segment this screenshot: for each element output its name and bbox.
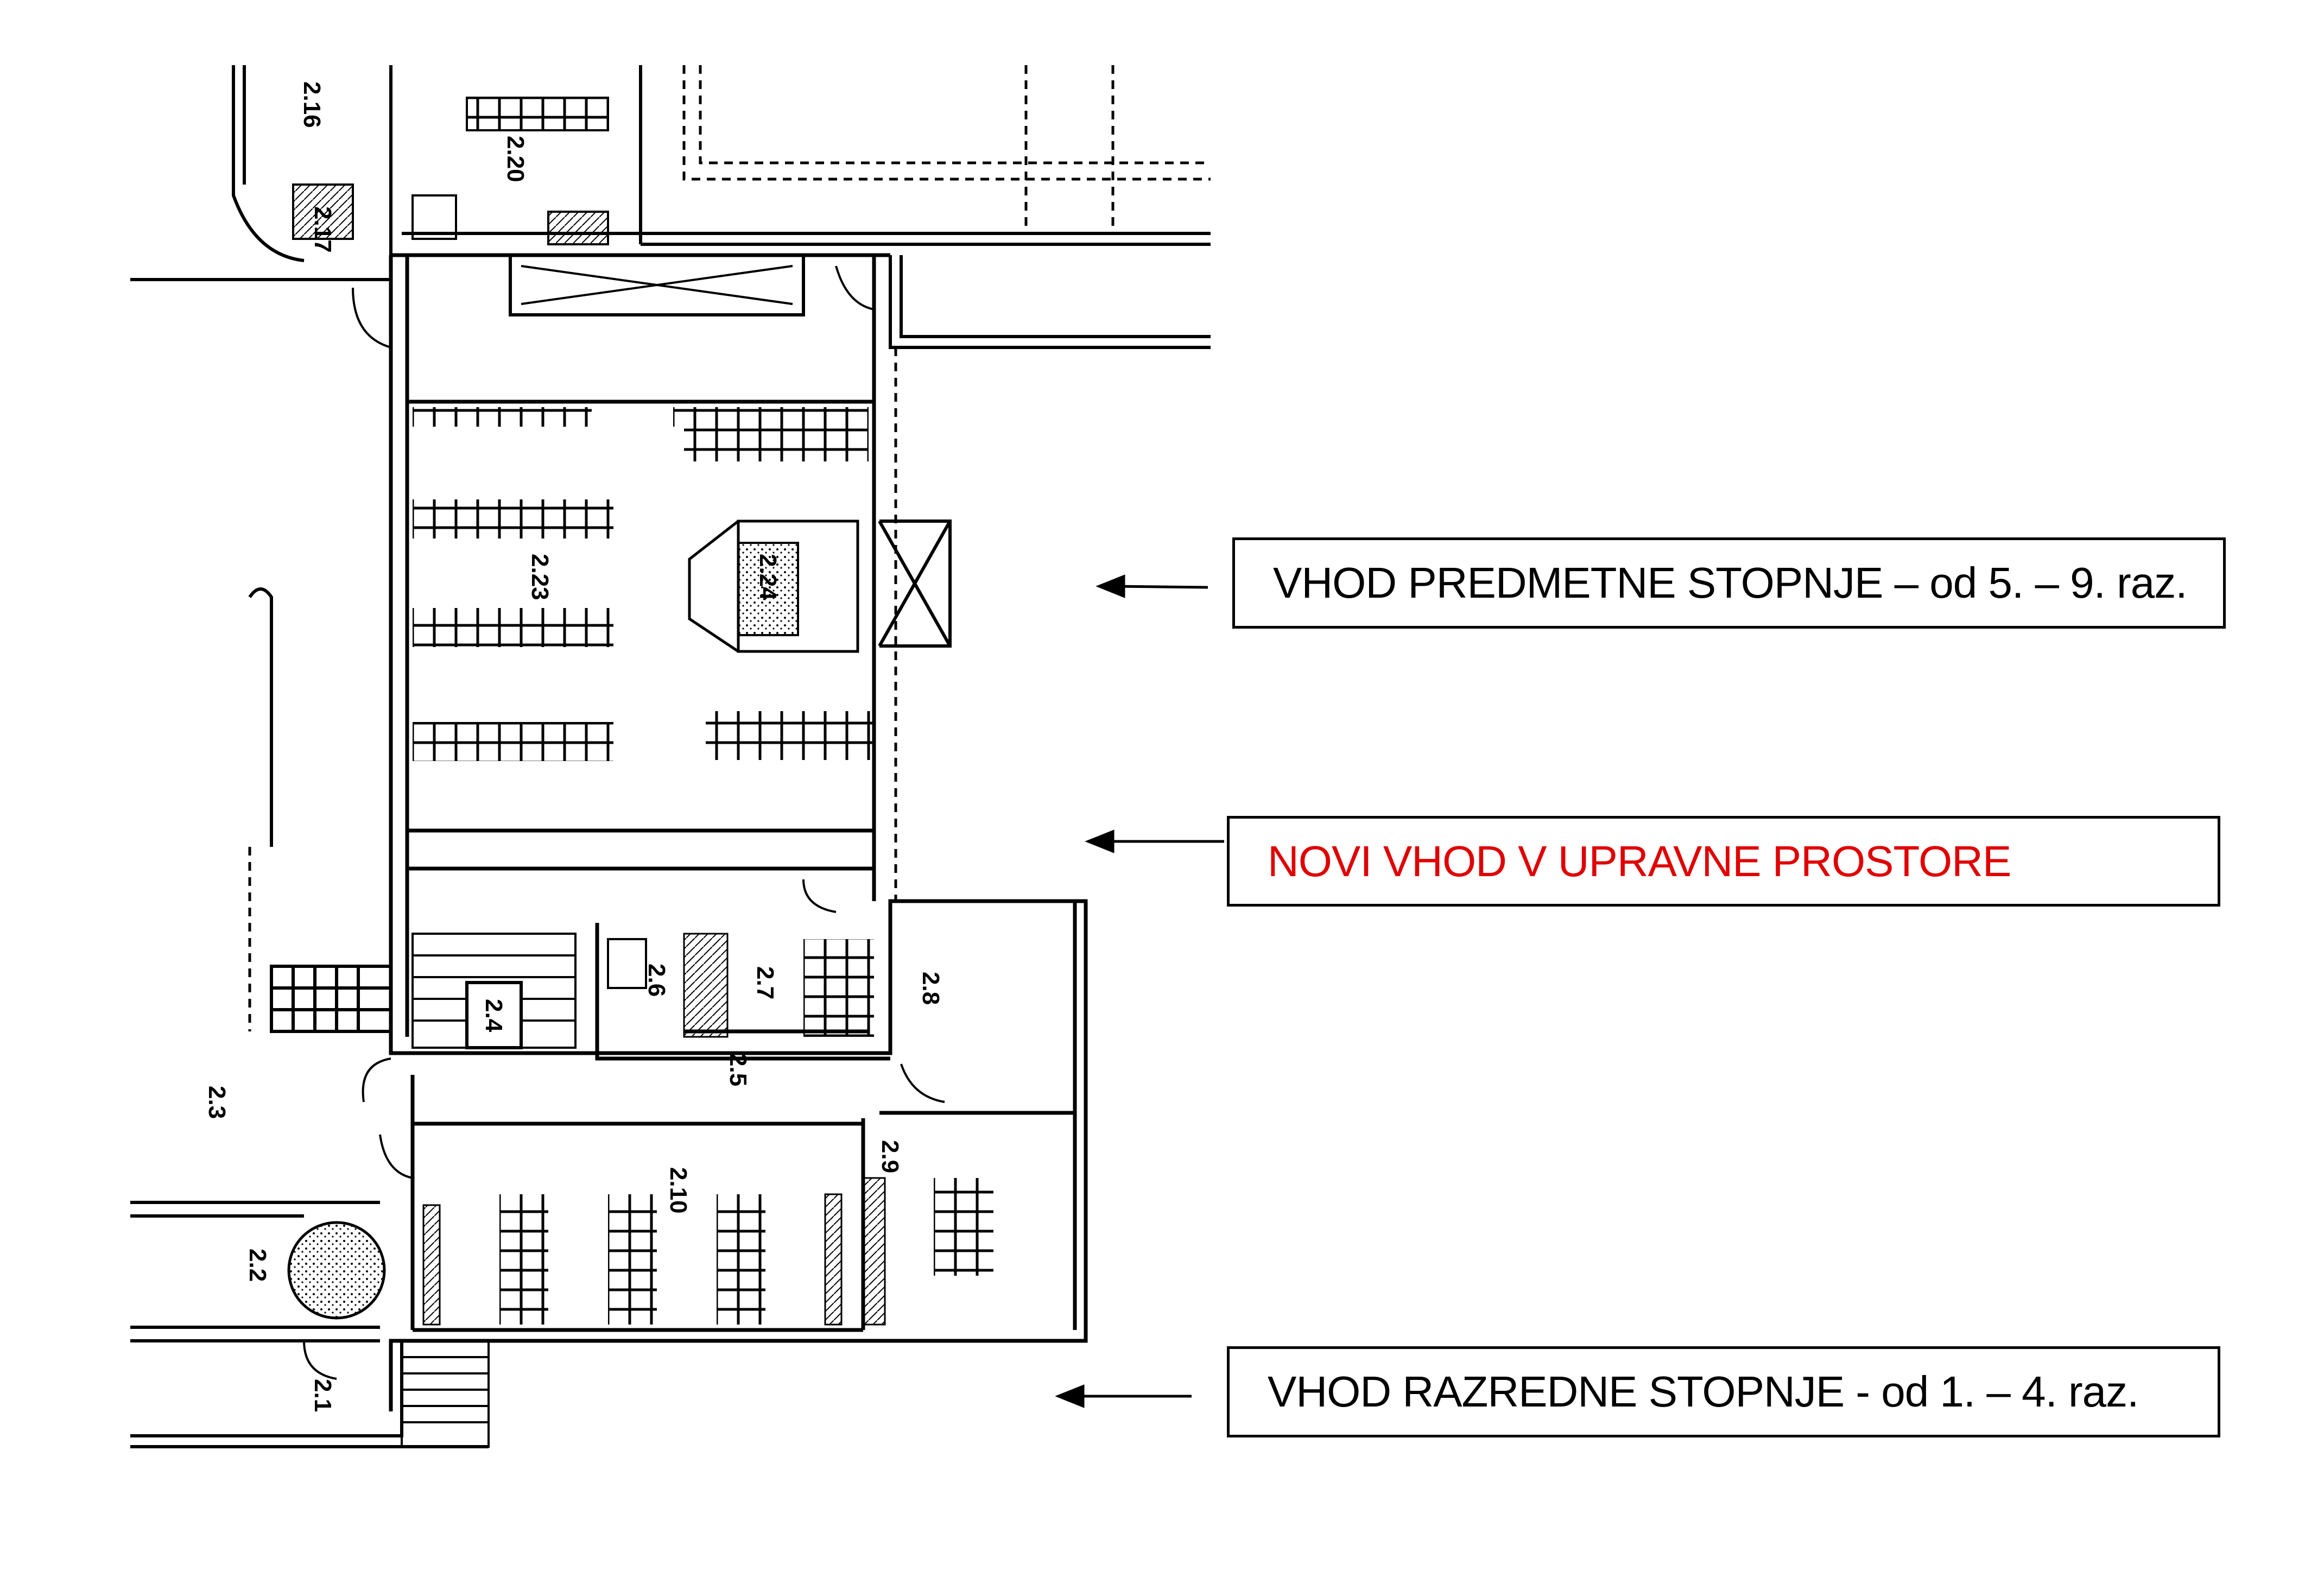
- classroom-furniture: [422, 933, 993, 1326]
- callout-class-level-entrance: VHOD RAZREDNE STOPNJE - od 1. – 4. raz.: [1227, 1346, 2220, 1437]
- room-labels: 2.16 2.17 2.20 2.23 2.24 2.4 2.6 2.7 2.8…: [204, 81, 944, 1412]
- stairs-icon: [401, 933, 577, 1448]
- room-label-2-16: 2.16: [299, 81, 325, 128]
- callout-subject-level-entrance: VHOD PREDMETNE STOPNJE – od 5. – 9. raz.: [1232, 537, 2226, 629]
- entrance-arrows: [1055, 574, 1224, 1408]
- toilets-area: [292, 97, 805, 316]
- room-label-2-17: 2.17: [309, 206, 336, 253]
- room-label-2-3: 2.3: [204, 1086, 230, 1119]
- room-label-2-24: 2.24: [755, 554, 781, 600]
- room-label-2-7: 2.7: [752, 966, 778, 999]
- room-label-2-5: 2.5: [725, 1053, 751, 1086]
- callout-new-admin-entrance: NOVI VHOD V UPRAVNE PROSTORE: [1227, 816, 2220, 907]
- arrow-left-icon: [1085, 829, 1114, 853]
- room-label-2-10: 2.10: [665, 1167, 692, 1214]
- room-label-2-9: 2.9: [877, 1140, 903, 1173]
- dashed-lines: [248, 65, 1211, 1031]
- room-label-2-6: 2.6: [643, 964, 670, 997]
- arrow-left-icon: [1095, 574, 1125, 598]
- callout-2-text: NOVI VHOD V UPRAVNE PROSTORE: [1268, 837, 2011, 885]
- callout-1-text: VHOD PREDMETNE STOPNJE – od 5. – 9. raz.: [1273, 559, 2187, 607]
- hall-furniture: [413, 407, 874, 761]
- room-label-2-8: 2.8: [917, 972, 944, 1005]
- room-label-2-20: 2.20: [502, 136, 529, 182]
- upper-structure: [130, 65, 1211, 648]
- callout-3-text: VHOD RAZREDNE STOPNJE - od 1. – 4. raz.: [1268, 1367, 2139, 1416]
- room-label-2-4: 2.4: [480, 999, 507, 1032]
- room-label-2-2: 2.2: [244, 1249, 271, 1282]
- room-label-2-23: 2.23: [527, 554, 553, 600]
- arrow-left-icon: [1055, 1384, 1085, 1408]
- door-swings: [303, 265, 945, 1380]
- room-label-2-1: 2.1: [309, 1379, 336, 1412]
- tree-symbol: [287, 1221, 386, 1320]
- building-walls: [389, 253, 1088, 1411]
